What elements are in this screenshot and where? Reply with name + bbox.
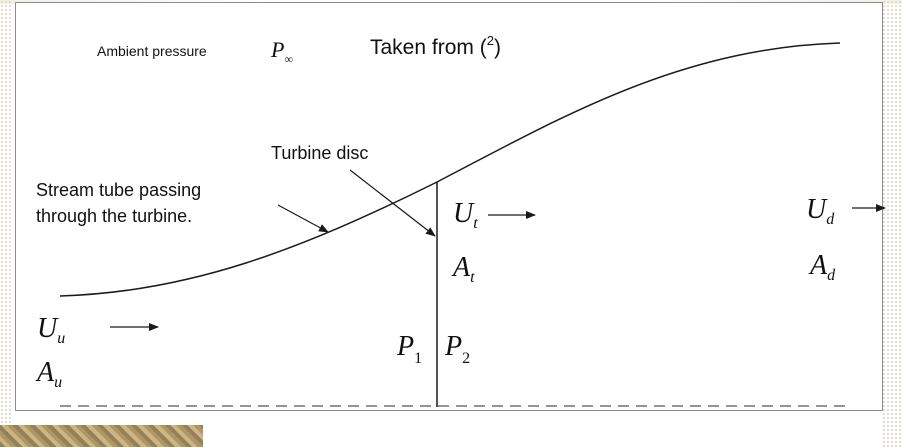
slide-border-left (0, 0, 12, 447)
downstream-velocity-symbol: Ud (806, 194, 835, 228)
source-attribution: Taken from (2) (370, 33, 501, 59)
turbine-disc-pointer-arrow (349, 169, 436, 237)
figure-frame (15, 2, 883, 411)
stream-tube-curve (59, 42, 841, 297)
downstream-area-symbol: Ad (808, 250, 836, 284)
ambient-pressure-symbol: P∞ (270, 37, 293, 66)
ambient-pressure-label: Ambient pressure (97, 43, 207, 59)
turbine-disc-label: Turbine disc (271, 143, 368, 163)
turbine-area-symbol: At (451, 252, 475, 286)
pressure-after-disc-symbol: P2 (444, 331, 470, 367)
upstream-velocity-symbol: Uu (37, 313, 65, 347)
stream-tube-pointer-arrow (277, 204, 329, 233)
stream-tube-label-line1: Stream tube passing (36, 180, 201, 200)
stream-tube-label-line2: through the turbine. (36, 206, 192, 226)
slide-border-right (882, 0, 902, 447)
pressure-before-disc-symbol: P1 (396, 331, 422, 367)
decorative-texture-strip (0, 425, 203, 447)
turbine-velocity-symbol: Ut (453, 198, 478, 232)
upstream-area-symbol: Au (35, 357, 62, 391)
